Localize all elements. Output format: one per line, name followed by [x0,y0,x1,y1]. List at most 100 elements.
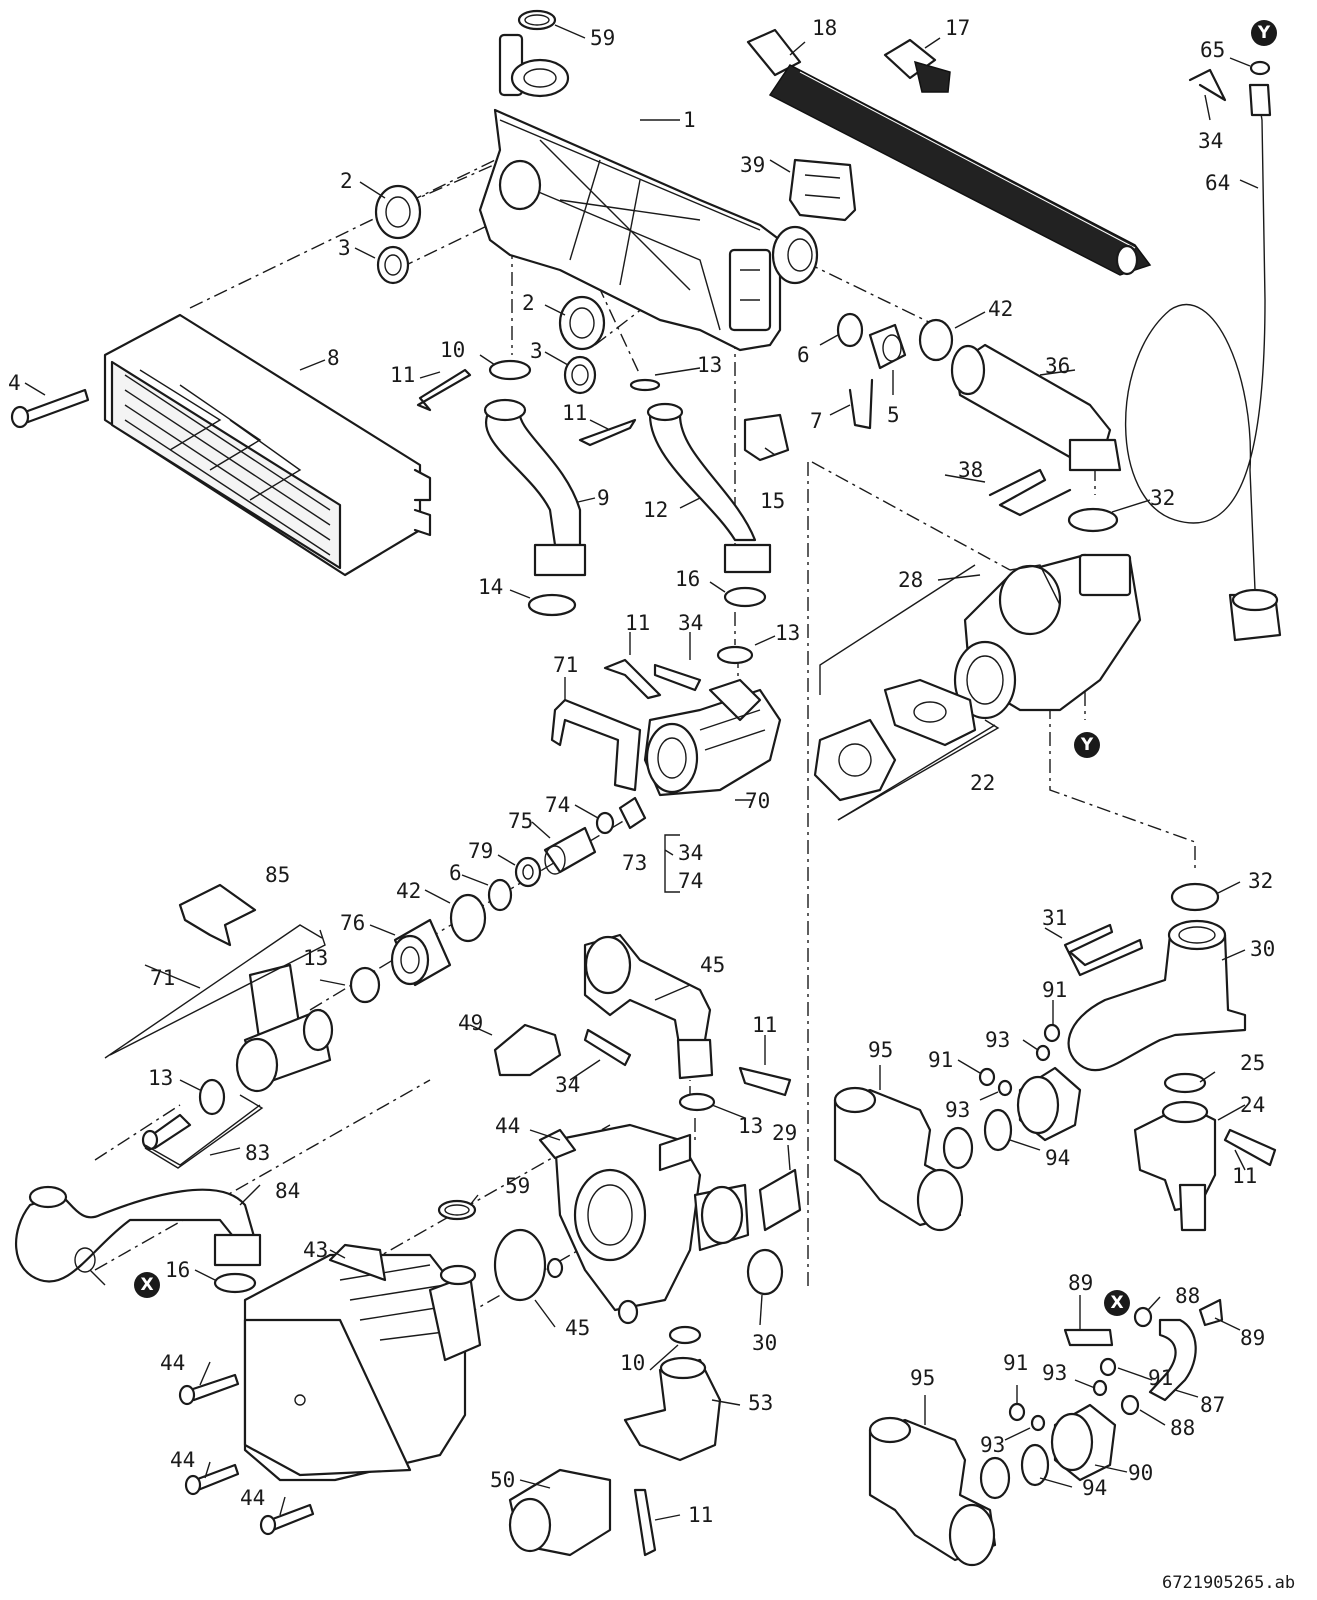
part-90-adapter-upper [1016,1066,1082,1142]
leader-lines [24,24,1259,1521]
callout-94-lower: 94 [1082,1476,1107,1500]
part-71-flow-sensor [235,963,334,1093]
part-8-heat-exchanger [103,313,432,577]
part-91-bleed-screw-lower-b [1008,1402,1026,1422]
callout-91-upper-b: 91 [928,1048,953,1072]
part-82-bracket [550,698,642,792]
part-79-spring-seat [514,856,542,888]
callout-76: 76 [340,911,365,935]
callout-3-upper: 3 [338,236,351,260]
callout-41: 43 [303,1238,328,1262]
callout-27: 30 [1250,937,1275,961]
part-11-clip-mid [603,658,662,700]
part-14-seal [527,593,577,617]
part-16-seal-upper [723,586,767,608]
part-29-clip [1063,923,1144,977]
callout-44-mid: 44 [170,1448,195,1472]
part-49-actuator [493,1023,562,1077]
part-13-seal-upper [629,378,661,392]
callout-30-upper: 32 [1150,486,1175,510]
part-90-adapter-lower [1050,1403,1117,1482]
part-17-nipple [883,38,951,93]
part-93-seal-lower-a [1092,1379,1108,1397]
callout-73: 73 [622,851,647,875]
callout-6-upper: 6 [797,343,810,367]
part-2-seal-lower [558,295,606,351]
callout-95-lower: 95 [910,1366,935,1390]
callout-49: 49 [458,1011,483,1035]
callout-88-lower: 88 [1170,1416,1195,1440]
part-34-clip-mid [653,663,702,692]
callout-12: 12 [643,498,668,522]
callout-11-lower: 11 [688,1503,713,1527]
part-84-return-pipe [14,1185,262,1283]
part-22-pump-motor-assembly [813,678,977,802]
callout-3-lower: 3 [530,339,543,363]
callout-13-left: 13 [303,946,328,970]
part-93-seal-upper-a [1035,1044,1051,1062]
part-13-seal-lower-mid [678,1092,716,1112]
part-3-seal-upper [376,245,410,285]
callout-91-upper-a: 91 [1042,978,1067,1002]
part-88-oring-lower-b [1120,1394,1140,1416]
part-28-motor-head [953,553,1142,720]
part-11-clip-right [1223,1128,1277,1167]
part-12-pipe [646,402,772,574]
callout-13-lower-mid: 13 [738,1114,763,1138]
part-11-clip-upper-left [416,368,472,412]
callout-82: 71 [553,653,578,677]
part-7-clip [848,378,874,430]
part-11-clip-lower-mid [738,1066,792,1097]
callout-10-upper: 10 [440,338,465,362]
svg-text:X: X [140,1275,153,1295]
part-40-oring-mid [449,893,487,943]
part-93-seal-lower-b [1030,1414,1046,1432]
callout-31: 29 [772,1121,797,1145]
callout-29: 31 [1042,906,1067,930]
part-73-valve-insert [618,796,647,830]
part-53-elbow [623,1356,722,1462]
callout-34-lower: 34 [555,1073,580,1097]
callout-83: 83 [245,1141,270,1165]
callout-65: 65 [1200,38,1225,62]
part-6-oring-mid [487,878,513,912]
part-44-screw-1 [178,1373,240,1406]
part-89-clip-lower-b [1198,1298,1224,1327]
group-brackets [104,719,1000,1169]
part-34-clip-top [1188,68,1227,102]
part-59-retaining-ring-lower [437,1199,477,1221]
callout-89-upper: 89 [1068,1271,1093,1295]
part-43-oring [493,1228,547,1302]
part-2-seal-upper [374,184,422,240]
callout-13-mid: 13 [775,621,800,645]
callout-11-right: 11 [1232,1164,1257,1188]
svg-text:X: X [1110,1293,1123,1313]
part-44-screw-3 [259,1503,315,1536]
callout-95-upper: 95 [868,1038,893,1062]
part-16-seal-lower [213,1272,257,1294]
part-76-adapter [390,918,452,987]
callout-17: 17 [945,16,970,40]
part-70-heating-flow-valve [643,678,782,797]
callout-10-lower: 10 [620,1351,645,1375]
callout-94-upper: 94 [1045,1146,1070,1170]
part-42-pump-housing [538,1123,750,1325]
svg-text:Y: Y [1080,735,1094,755]
part-91-bleed-screw-lower-a [1099,1357,1117,1377]
callout-36: 36 [1045,354,1070,378]
svg-text:Y: Y [1257,23,1271,43]
callout-18: 18 [812,16,837,40]
callout-64: 64 [1205,171,1230,195]
part-9-pipe [483,398,587,577]
part-5-valve [868,323,907,370]
part-34-clip-lower [583,1028,632,1067]
part-32-oring [746,1248,784,1296]
part-91-bleed-screw-upper-a [1043,1023,1061,1043]
part-10-seal-lower [668,1325,702,1345]
callout-11-mid: 11 [625,611,650,635]
callout-40-upper: 42 [988,297,1013,321]
part-1-hydraulic-housing [478,33,819,352]
callout-87: 87 [1200,1393,1225,1417]
callout-40-mid: 42 [396,879,421,903]
callout-93-lower-a: 93 [1042,1361,1067,1385]
